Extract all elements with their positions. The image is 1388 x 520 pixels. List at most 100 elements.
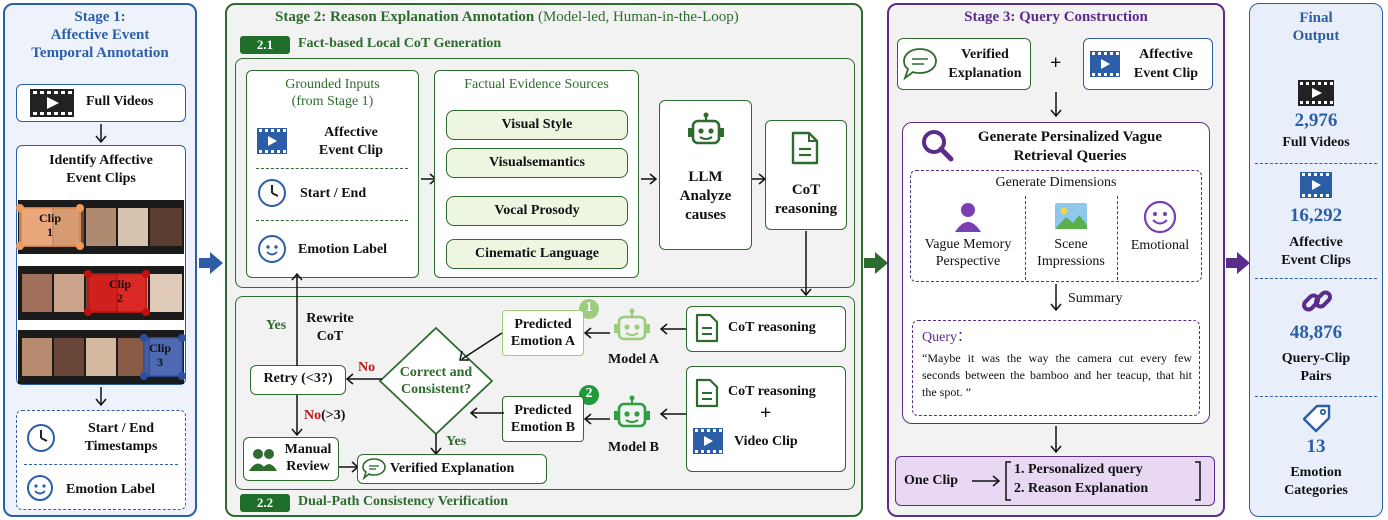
identify-title: Identify Affective Event Clips: [49, 153, 153, 186]
one-clip-label: One Clip: [904, 473, 959, 488]
badge-2-number: 2: [585, 386, 593, 401]
arrow-stage3-to-final: [1226, 252, 1250, 274]
magnifier-icon: [922, 130, 954, 162]
video-clip-icon: [693, 428, 723, 454]
arrow-stage1-to-stage2: [199, 252, 223, 274]
output-item-1: 1. Personalized query: [1014, 462, 1143, 477]
summary-label: Summary: [1068, 291, 1123, 306]
section-2-1-title: Fact-based Local CoT Generation: [298, 36, 502, 51]
video-clip-icon: [257, 128, 287, 154]
stat-pairs-value: 48,876: [1289, 322, 1343, 343]
stat-full-videos-label: Full Videos: [1282, 135, 1350, 150]
evidence-visualsemantics: Visualsemantics: [446, 148, 628, 178]
grounded-affective-clip: Affective Event Clip: [318, 125, 384, 158]
stage3-affective-clip-label: Affective Event Clip: [1133, 47, 1199, 81]
timestamps-label: Start / End Timestamps: [84, 421, 158, 454]
cot-b-plus: +: [760, 402, 772, 424]
retry-box: [250, 365, 346, 395]
dimension-emotional: Emotional: [1130, 238, 1190, 253]
section-2-1-tag: 2.1: [240, 36, 290, 54]
generate-title: Generate Persinalized Vague Retrieval Qu…: [977, 129, 1163, 164]
arrow-stage2-to-stage3: [864, 252, 888, 274]
divider: [1255, 396, 1377, 397]
stage3-plus: +: [1050, 52, 1062, 74]
section-2-2-title: Dual-Path Consistency Verification: [298, 494, 508, 509]
divider: [256, 220, 408, 221]
arrow-cot-b-to-model-b: [659, 408, 686, 420]
film-strip-1: [16, 200, 184, 254]
dimension-vague-memory: Vague Memory Perspective: [924, 237, 1012, 269]
brace: [1005, 461, 1201, 501]
llm-label: LLM Analyze causes: [679, 169, 732, 223]
arrow-inputs-to-generate: [1050, 92, 1062, 118]
stage3-verified-label: Verified Explanation: [948, 47, 1022, 81]
arrow-decision-down: [430, 434, 442, 456]
arrow-s1-2: [95, 387, 107, 407]
stage3-title: Stage 3: Query Construction: [964, 9, 1148, 25]
arrow-retry-down: [291, 395, 303, 437]
arrow-evidence-to-llm: [641, 173, 658, 185]
stat-clips-value: 16,292: [1289, 205, 1343, 226]
arrow-model-a-to-pred-a: [583, 327, 610, 339]
tag-icon: [1302, 404, 1331, 433]
stage1-title: Stage 1: Affective Event Temporal Annota…: [31, 9, 169, 61]
predicted-b-box: [502, 396, 584, 442]
arrow-generate-to-output: [1050, 426, 1062, 454]
cot-box: [765, 120, 847, 230]
no-over-3-no: No: [304, 408, 322, 423]
film-icon: [1298, 80, 1334, 106]
predicted-b-label: Predicted Emotion B: [510, 403, 576, 435]
dimensions-title: Generate Dimensions: [995, 175, 1117, 190]
full-videos-label: Full Videos: [86, 94, 154, 109]
robot-icon: [614, 308, 650, 341]
section-2-2-tag: 2.2: [240, 494, 290, 512]
document-icon: [695, 378, 719, 408]
stat-clips-label: Affective Event Clips: [1281, 235, 1351, 268]
no-over-3-label: No(>3): [304, 408, 345, 424]
divider: [24, 464, 178, 465]
divider: [1255, 278, 1377, 279]
arrow-s1-1: [95, 124, 107, 144]
badge-1-number: 1: [585, 300, 593, 315]
person-icon: [955, 203, 981, 232]
predicted-a-label: Predicted Emotion A: [510, 317, 576, 349]
decision-label: Correct and Consistent?: [399, 365, 473, 397]
video-clip-icon: [1090, 51, 1120, 77]
arrow-cot-a-to-model-a: [659, 323, 686, 335]
arrow-pred-b-to-decision: [469, 407, 504, 419]
evidence-title: Factual Evidence Sources: [464, 77, 609, 92]
arrow-cot-down: [800, 231, 812, 297]
stage1-emotion-label: Emotion Label: [66, 482, 156, 497]
llm-box: [659, 100, 752, 250]
document-icon: [791, 131, 819, 165]
final-title: Final Output: [1292, 10, 1340, 44]
smiley-face-icon: [1143, 200, 1177, 234]
arrow-llm-to-cot: [752, 173, 767, 185]
clock-icon: [258, 179, 286, 207]
divider: [1255, 163, 1377, 164]
arrow-pred-a-to-decision: [459, 332, 503, 361]
clock-icon: [27, 424, 55, 452]
cot-a-label: CoT reasoning: [728, 320, 816, 335]
grounded-inputs-box: [246, 70, 419, 278]
manual-review-label: Manual Review: [284, 442, 332, 474]
clip2-label: Clip 2: [108, 277, 131, 305]
query-label: Query：: [922, 330, 971, 345]
dimension-scene-impressions: Scene Impressions: [1037, 237, 1105, 269]
predicted-a-box: [502, 310, 584, 356]
landscape-image-icon: [1055, 203, 1087, 229]
badge-1: [579, 299, 599, 319]
arrow-retry-up: [291, 272, 303, 366]
section-2-1-box: [235, 58, 855, 288]
film-strip-2: [18, 266, 184, 320]
document-icon: [695, 313, 719, 343]
smiley-face-icon: [258, 235, 286, 263]
divider: [256, 168, 408, 169]
dimensions-box: [910, 170, 1202, 282]
speech-bubble-icon: [362, 458, 386, 481]
query-box: [912, 320, 1200, 416]
stage2-title: Stage 2: Reason Explanation Annotation (…: [275, 9, 739, 26]
dimension-divider: [1025, 196, 1026, 280]
people-icon: [249, 449, 277, 471]
model-b-label: Model B: [608, 440, 659, 455]
